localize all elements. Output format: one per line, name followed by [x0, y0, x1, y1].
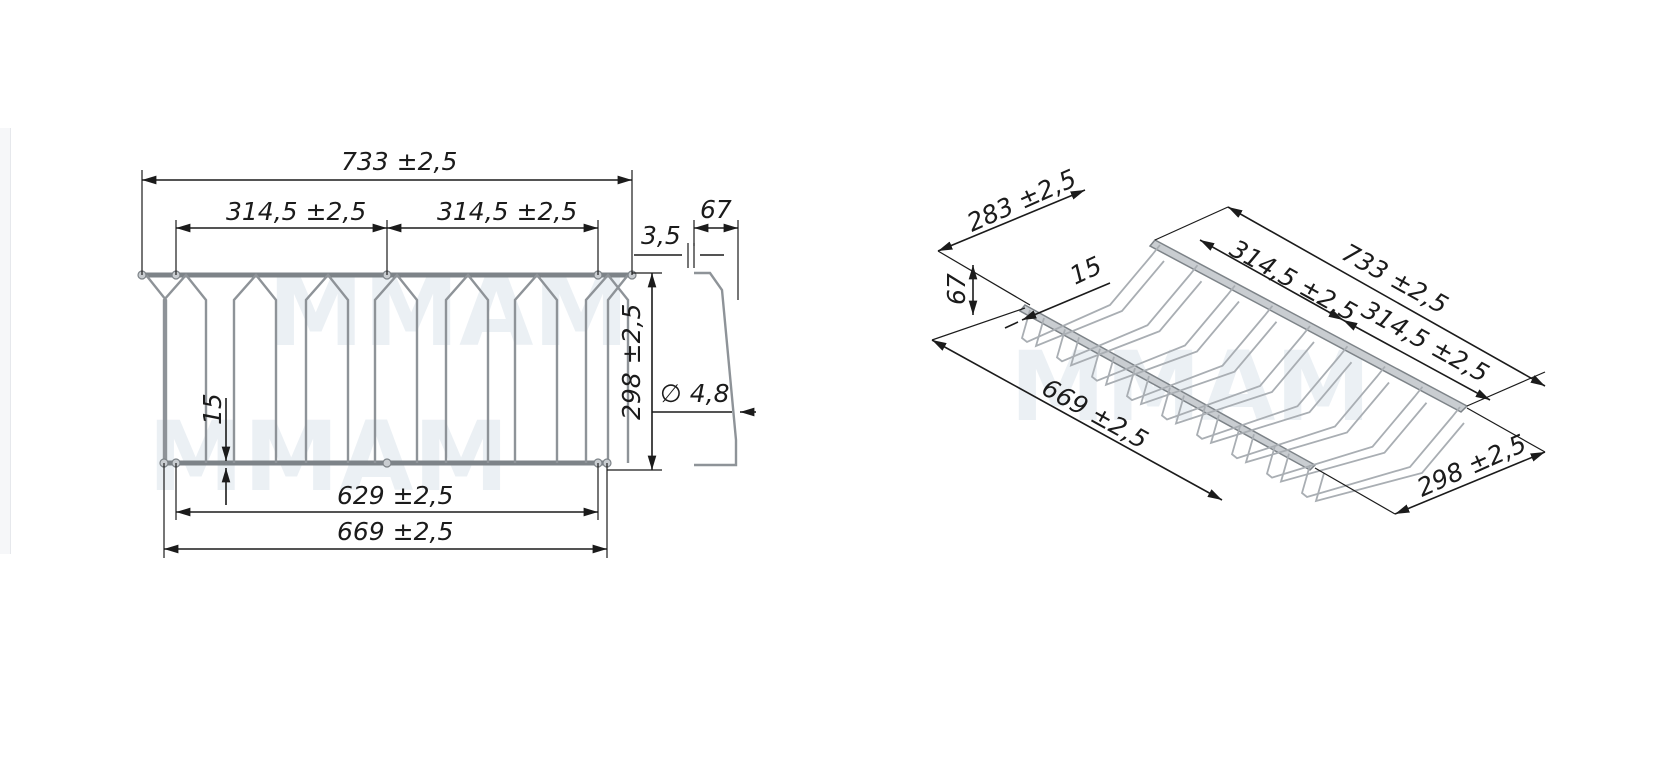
dim-iso-gap-tick [1004, 321, 1019, 329]
dim-iso-width [937, 189, 1086, 252]
label-bottom-length: 669 ±2,5 [337, 517, 453, 546]
ext-line [1314, 467, 1396, 515]
dim-iso-right-section [1342, 319, 1491, 401]
ext-line [1154, 206, 1229, 241]
ext-line [937, 250, 1031, 306]
dim-iso-gap [1021, 282, 1111, 321]
label-iso-gap: 15 [1065, 251, 1106, 291]
front-rail-knob [382, 458, 392, 468]
front-view: 733 ±2,5 314,5 ±2,5 314,5 ±2,5 3,5 67 29… [137, 147, 756, 558]
ext-line [1466, 407, 1546, 453]
label-gap: 15 [198, 393, 227, 425]
page-edge-strip [0, 128, 11, 554]
iso-wire-frame-inner [1314, 422, 1465, 503]
label-iso-width: 283 ±2,5 [963, 164, 1081, 238]
iso-wire-frame [1020, 244, 1161, 344]
iso-wire-frame-inner [1279, 402, 1428, 483]
front-wire-loop [444, 273, 490, 463]
front-wire-outer-left [145, 274, 168, 463]
watermark-text-front-lower: MMAM [148, 401, 509, 513]
label-wire-diameter: ∅ 4,8 [660, 379, 729, 408]
ext-line [931, 307, 1026, 341]
front-wire-loop [162, 273, 208, 463]
iso-wire-frame-inner [1034, 260, 1165, 348]
label-inner-length: 629 ±2,5 [337, 481, 453, 510]
front-wire-loop [304, 273, 350, 463]
iso-wire-frame [1300, 406, 1461, 498]
dim-iso-left-section [1199, 239, 1344, 321]
label-rail-offset: 3,5 [641, 221, 681, 250]
label-overall-width: 733 ±2,5 [341, 147, 457, 176]
iso-wire-frame-inner [1244, 381, 1390, 464]
front-wire-loop [513, 273, 559, 463]
watermark-front: MMAM MMAM [148, 256, 629, 513]
label-height: 298 ±2,5 [617, 304, 646, 420]
front-wire-loop [232, 273, 278, 463]
front-side-profile [694, 271, 738, 467]
dim-iso-height [1394, 451, 1546, 515]
front-wire-loop [584, 273, 630, 463]
label-iso-depth: 67 [942, 273, 971, 305]
label-depth: 67 [700, 195, 732, 224]
label-right-section: 314,5 ±2,5 [437, 197, 577, 226]
dim-iso-overall-length [1227, 206, 1546, 387]
front-wire-outer-right [606, 274, 629, 463]
dim-iso-bottom-length [931, 339, 1223, 501]
front-wire-loop [373, 273, 419, 463]
label-left-section: 314,5 ±2,5 [226, 197, 366, 226]
